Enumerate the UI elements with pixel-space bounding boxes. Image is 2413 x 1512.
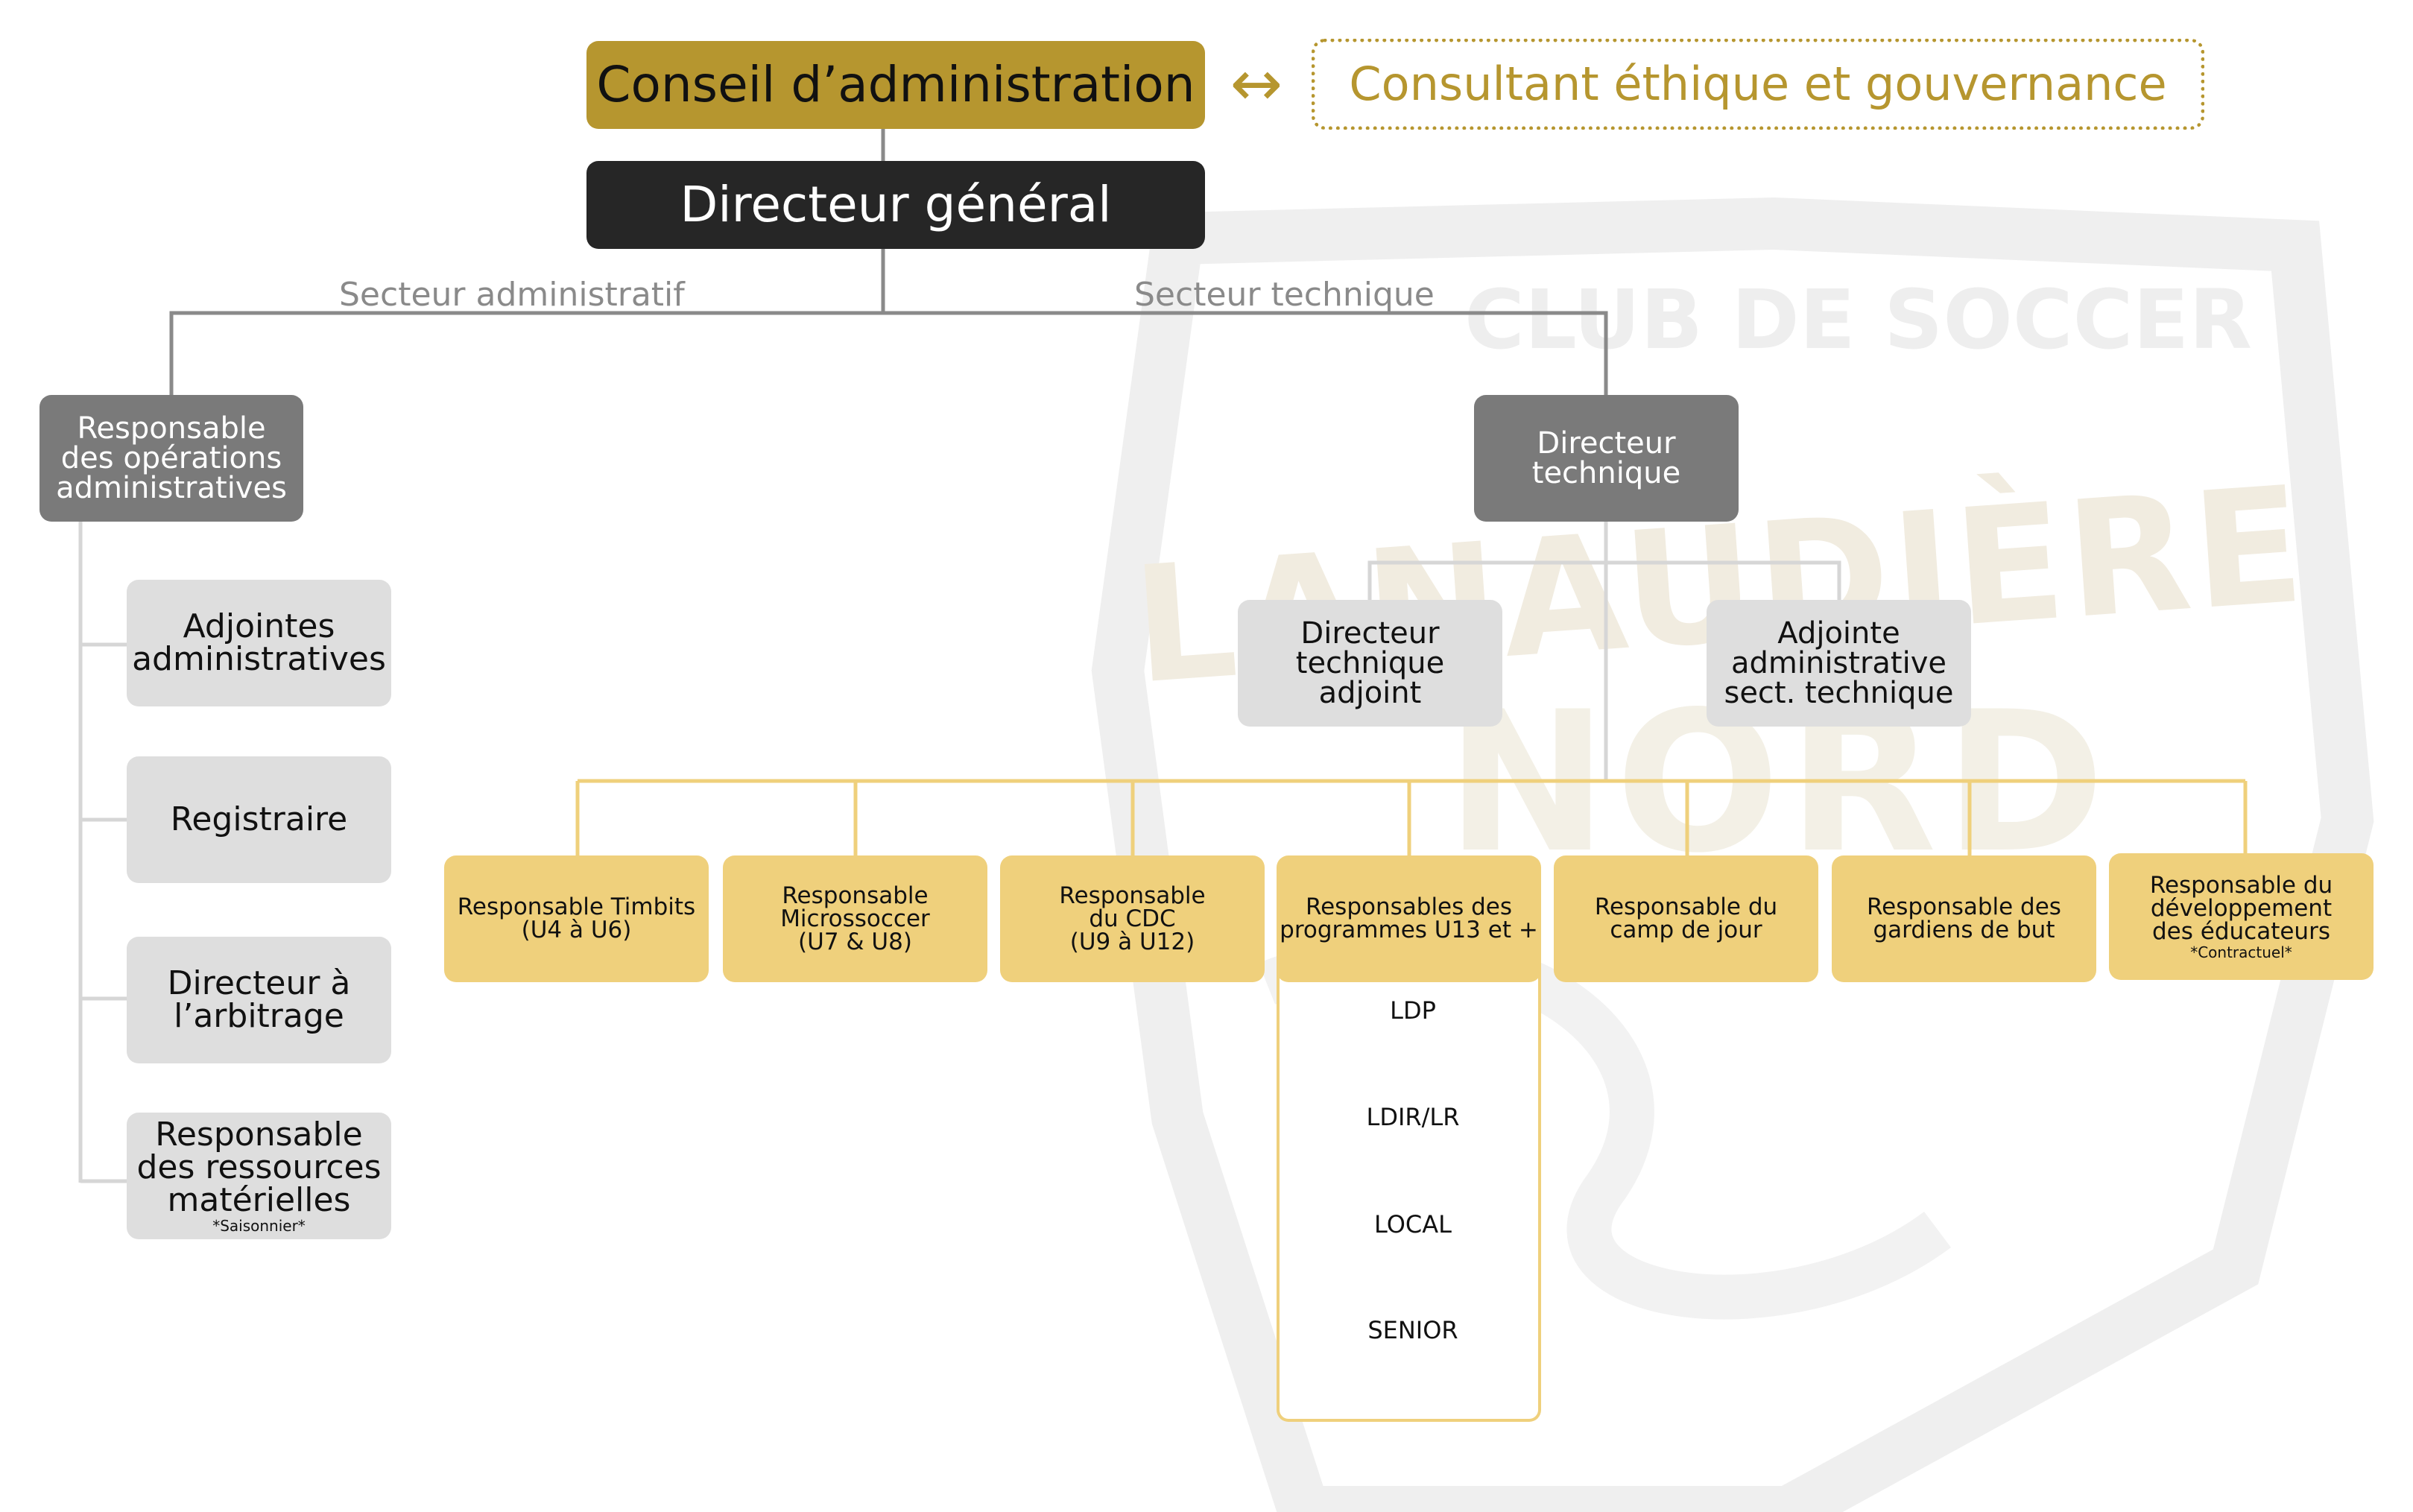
u13-levels-panel: [1277, 961, 1541, 1422]
assistant-technical-director-box: Directeur technique adjoint: [1238, 600, 1502, 727]
u13-level-item: LDP: [1390, 996, 1436, 1025]
sector-admin-label: Secteur administratif: [339, 276, 685, 314]
admin-item-box: Directeur à l’arbitrage: [127, 937, 391, 1063]
admin-item-box: Adjointes administratives: [127, 580, 391, 706]
program-box: Responsable Microssoccer (U7 & U8): [723, 855, 987, 982]
admin-head-label: Responsable des opérations administrativ…: [56, 411, 287, 505]
technical-admin-assistant-box: Adjointe administrative sect. technique: [1707, 600, 1971, 727]
technical-director-box: Directeur technique: [1474, 395, 1739, 522]
program-label: Responsable Timbits (U4 à U6): [457, 893, 696, 943]
general-director-box: Directeur général: [586, 161, 1205, 249]
u13-level-item: LOCAL: [1374, 1210, 1452, 1239]
program-label: Responsable des gardiens de but: [1867, 893, 2061, 943]
admin-item-box: Responsable des ressources matérielles *…: [127, 1113, 391, 1239]
admin-item-note: *Saisonnier*: [212, 1217, 306, 1235]
u13-level-item: LDIR/LR: [1366, 1103, 1460, 1131]
program-label: Responsable du CDC (U9 à U12): [1059, 882, 1206, 955]
admin-item-label: Registraire: [170, 800, 348, 838]
ceo-label: Directeur général: [680, 176, 1112, 233]
ethics-consultant-box: Consultant éthique et gouvernance: [1312, 39, 2204, 130]
admin-operations-head-box: Responsable des opérations administrativ…: [39, 395, 303, 522]
program-box: Responsable du développement des éducate…: [2109, 853, 2374, 980]
board-of-directors-box: Conseil d’administration: [586, 41, 1205, 129]
program-label: Responsables des programmes U13 et +: [1280, 893, 1538, 943]
program-label: Responsable Microssoccer (U7 & U8): [780, 882, 930, 955]
program-box: Responsable du CDC (U9 à U12): [1000, 855, 1265, 982]
admin-item-label: Directeur à l’arbitrage: [167, 964, 351, 1035]
board-label: Conseil d’administration: [596, 56, 1195, 113]
program-box: Responsable du camp de jour: [1554, 855, 1818, 982]
assistant-director-label: Directeur technique adjoint: [1295, 616, 1445, 710]
program-note: *Contractuel*: [2190, 943, 2292, 961]
program-label: Responsable du camp de jour: [1594, 893, 1778, 943]
technical-head-label: Directeur technique: [1531, 426, 1681, 490]
program-box: Responsables des programmes U13 et +: [1277, 855, 1541, 982]
consultant-label: Consultant éthique et gouvernance: [1349, 57, 2167, 111]
assistant-admin-label: Adjointe administrative sect. technique: [1724, 616, 1954, 710]
admin-item-label: Adjointes administratives: [132, 607, 386, 678]
watermark-club-de-soccer: CLUB DE SOCCER: [1464, 272, 2253, 367]
program-box: Responsable Timbits (U4 à U6): [444, 855, 709, 982]
bidirectional-arrow-icon: ↔: [1230, 47, 1283, 120]
sector-technical-label: Secteur technique: [1134, 276, 1435, 314]
admin-item-box: Registraire: [127, 756, 391, 883]
program-box: Responsable des gardiens de but: [1832, 855, 2096, 982]
program-label: Responsable du développement des éducate…: [2149, 871, 2333, 945]
admin-item-label: Responsable des ressources matérielles: [136, 1116, 382, 1219]
u13-level-item: SENIOR: [1367, 1316, 1458, 1344]
